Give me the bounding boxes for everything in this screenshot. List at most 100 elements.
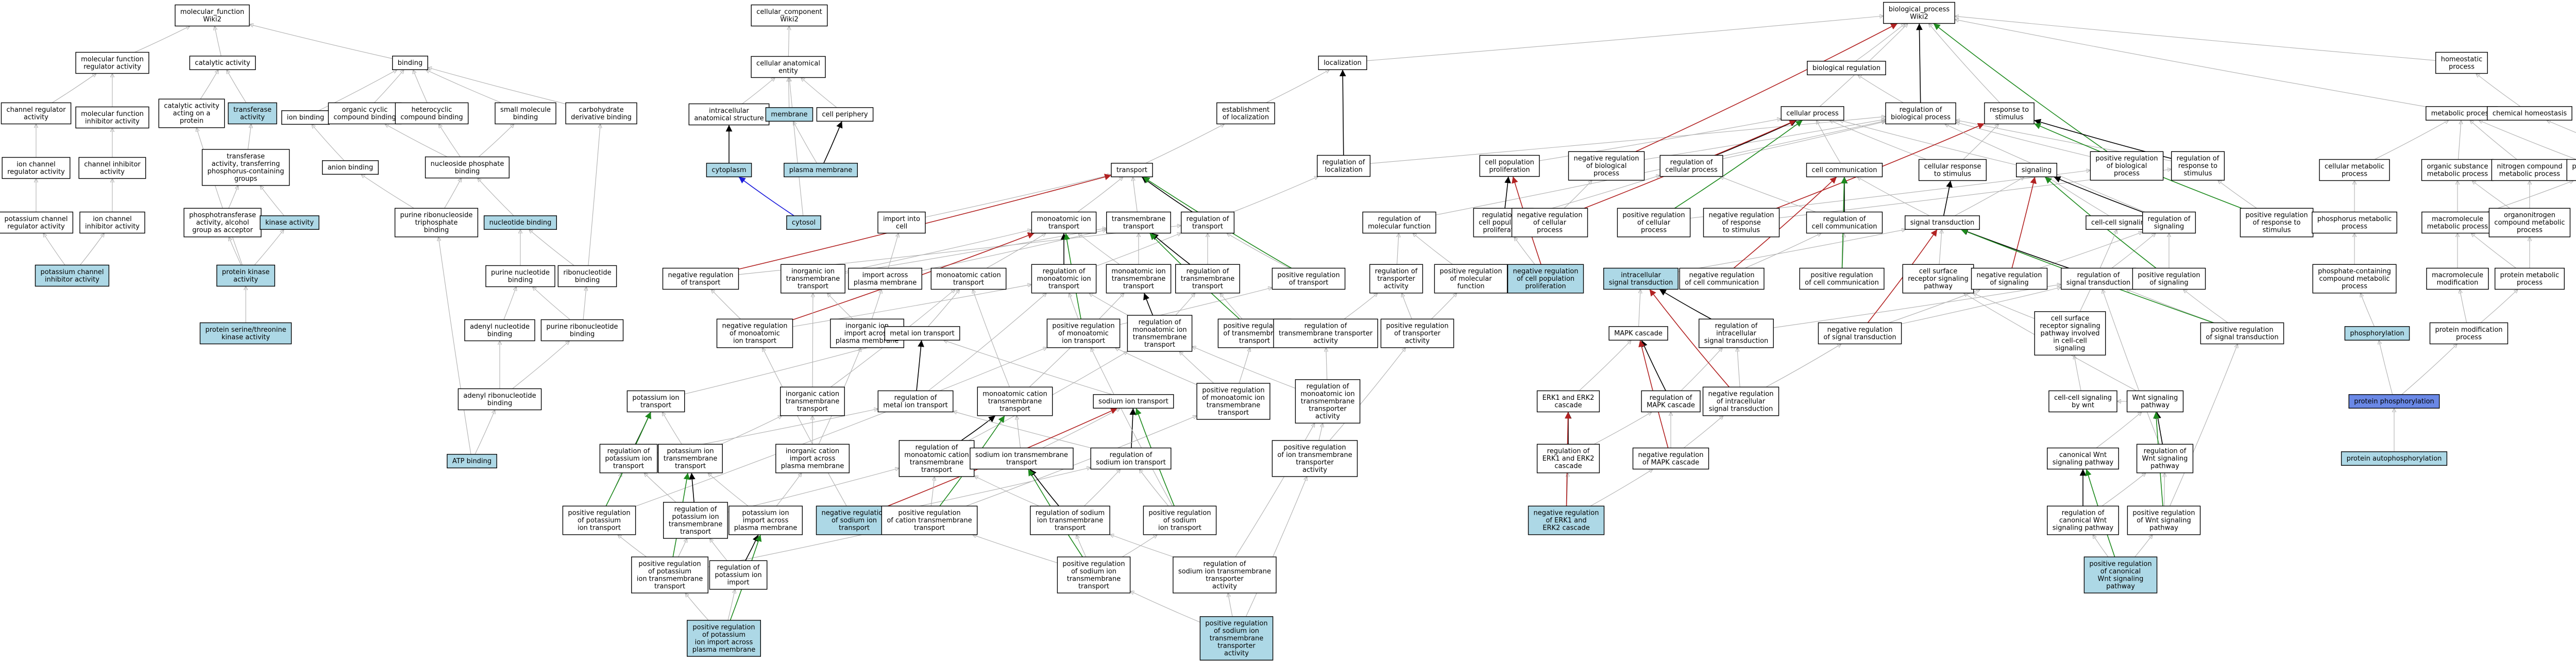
node-mapk[interactable]: MAPK cascade <box>1608 326 1668 341</box>
node-chemhom[interactable]: chemical homeostasis <box>2487 106 2572 121</box>
node-transport[interactable]: transport <box>1111 163 1153 177</box>
node-kinase[interactable]: kinase activity <box>260 215 319 230</box>
node-signaling[interactable]: signaling <box>2015 163 2057 177</box>
node-metab[interactable]: metabolic process <box>2426 106 2498 121</box>
node-bioreg[interactable]: biological regulation <box>1807 61 1886 76</box>
node-anionbind[interactable]: anion binding <box>322 160 379 175</box>
node-metaltr[interactable]: metal ion transport <box>884 326 960 341</box>
node-cytoplasm[interactable]: cytoplasm <box>706 163 752 177</box>
node-bind[interactable]: binding <box>392 56 428 71</box>
node-natr[interactable]: sodium ion transport <box>1093 394 1174 409</box>
node-pm[interactable]: plasma membrane <box>784 163 858 177</box>
node-protphos[interactable]: protein phosphorylation <box>2348 394 2440 409</box>
node-nuclbind[interactable]: nucleotide binding <box>483 215 557 230</box>
node-cytosol[interactable]: cytosol <box>786 215 821 230</box>
node-cellcomm[interactable]: cell communication <box>1806 163 1883 177</box>
node-cellproc[interactable]: cellular process <box>1781 106 1844 121</box>
node-ionbind[interactable]: ion binding <box>281 110 330 125</box>
